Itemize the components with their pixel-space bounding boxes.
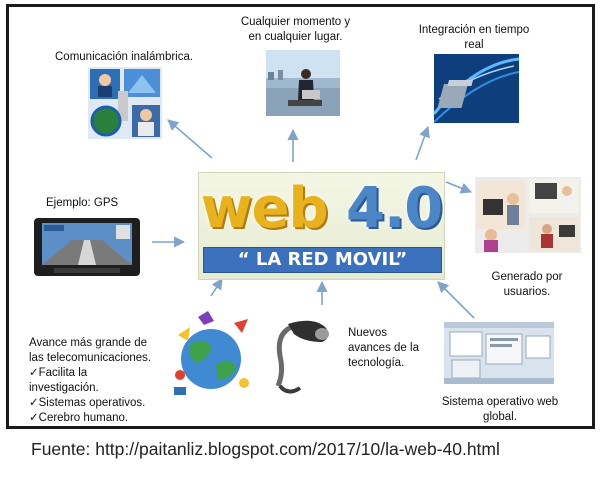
wireless-collage-image — [88, 67, 162, 139]
label-sistema: Sistema operativo web global. — [441, 396, 559, 423]
avance-item: ✓Facilita la investigación. — [29, 367, 99, 394]
avance-title: Avance más grande de las telecomunicacio… — [29, 337, 152, 364]
users-collage-image — [475, 177, 581, 253]
label-usuarios: Generado por usuarios. — [491, 271, 563, 298]
businessman-image — [266, 50, 340, 116]
red-movil-banner: “ LA RED MOVIL” — [203, 247, 442, 273]
web-os-screenshot-image — [444, 322, 554, 384]
data-network-image — [434, 54, 519, 123]
avance-item: ✓Sistemas operativos. — [29, 397, 146, 409]
logo-version: 4.0 — [346, 176, 443, 241]
arrow-to-center-from-globe — [210, 278, 223, 297]
arrow-to-integracion — [415, 125, 430, 161]
avance-item: ✓Cerebro humano. — [29, 412, 129, 424]
label-tecnologia: Nuevos avances de la tecnología. — [348, 327, 419, 369]
arrow-to-usuarios — [445, 181, 473, 194]
web40-logo-box: web 4.0 “ LA RED MOVIL” — [198, 172, 445, 280]
gps-device-image — [34, 218, 140, 276]
avance-block: Avance más grande de las telecomunicacio… — [29, 336, 159, 426]
bluetooth-headset-image — [270, 312, 340, 398]
label-gps: Ejemplo: GPS — [46, 197, 119, 209]
avance-list: ✓Facilita la investigación. ✓Sistemas op… — [29, 366, 159, 426]
label-comunicacion: Comunicación inalámbrica. — [55, 51, 194, 63]
web40-logo: web 4.0 — [199, 177, 444, 241]
label-momento: Cualquier momento y en cualquier lugar. — [240, 16, 351, 43]
arrow-to-comunicacion — [167, 119, 213, 159]
logo-word: web — [200, 176, 329, 241]
label-integracion: Integración en tiempo real — [418, 24, 530, 51]
arrow-to-center-from-sistema — [437, 281, 475, 319]
source-caption: Fuente: http://paitanliz.blogspot.com/20… — [31, 439, 500, 459]
globe-clipart-image — [168, 305, 254, 403]
